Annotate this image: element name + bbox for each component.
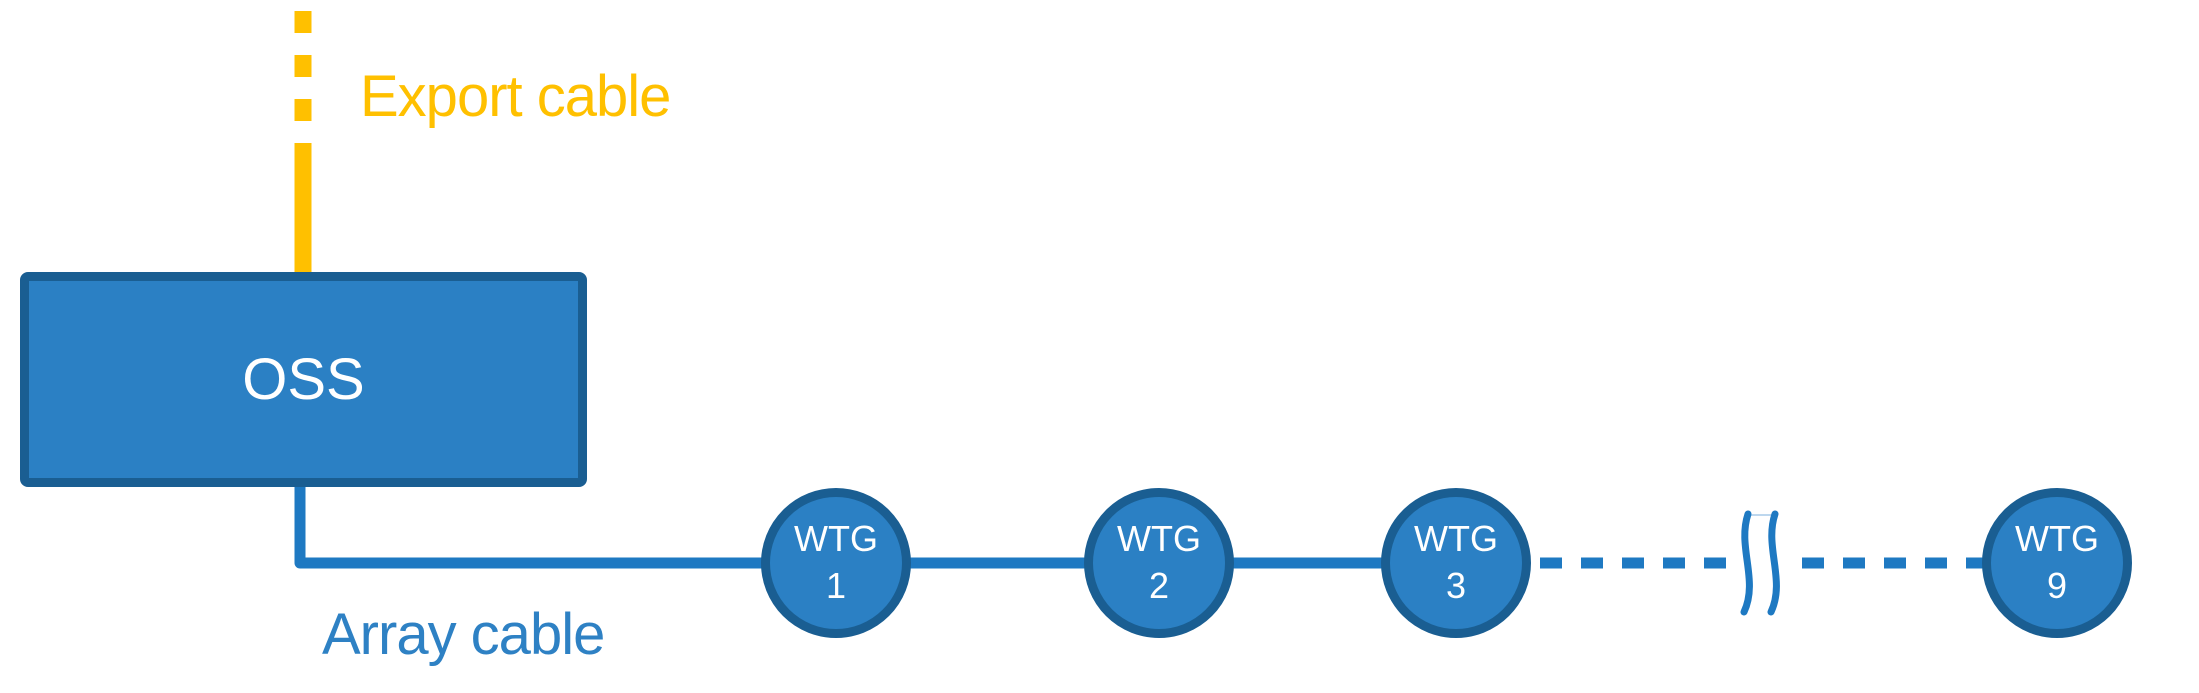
line-break-icon (1740, 510, 1780, 616)
wtg-node-3: WTG 3 (1381, 488, 1531, 638)
array-cable-solid-line (294, 485, 1460, 569)
oss-label: OSS (242, 347, 365, 412)
array-cable-label: Array cable (322, 602, 605, 667)
wtg-node-9: WTG 9 (1982, 488, 2132, 638)
wtg-9-number: 9 (2046, 565, 2068, 606)
export-cable-label: Export cable (360, 64, 671, 129)
wtg-9-name: WTG (2015, 518, 2099, 560)
wtg-2-name: WTG (1117, 518, 1201, 560)
wtg-2-number: 2 (1148, 565, 1170, 606)
wtg-1-name: WTG (794, 518, 878, 560)
wtg-node-1: WTG 1 (761, 488, 911, 638)
wtg-1-number: 1 (825, 565, 847, 606)
oss-substation-node: OSS (20, 272, 587, 487)
wtg-3-name: WTG (1414, 518, 1498, 560)
wtg-3-number: 3 (1445, 565, 1467, 606)
wtg-node-2: WTG 2 (1084, 488, 1234, 638)
